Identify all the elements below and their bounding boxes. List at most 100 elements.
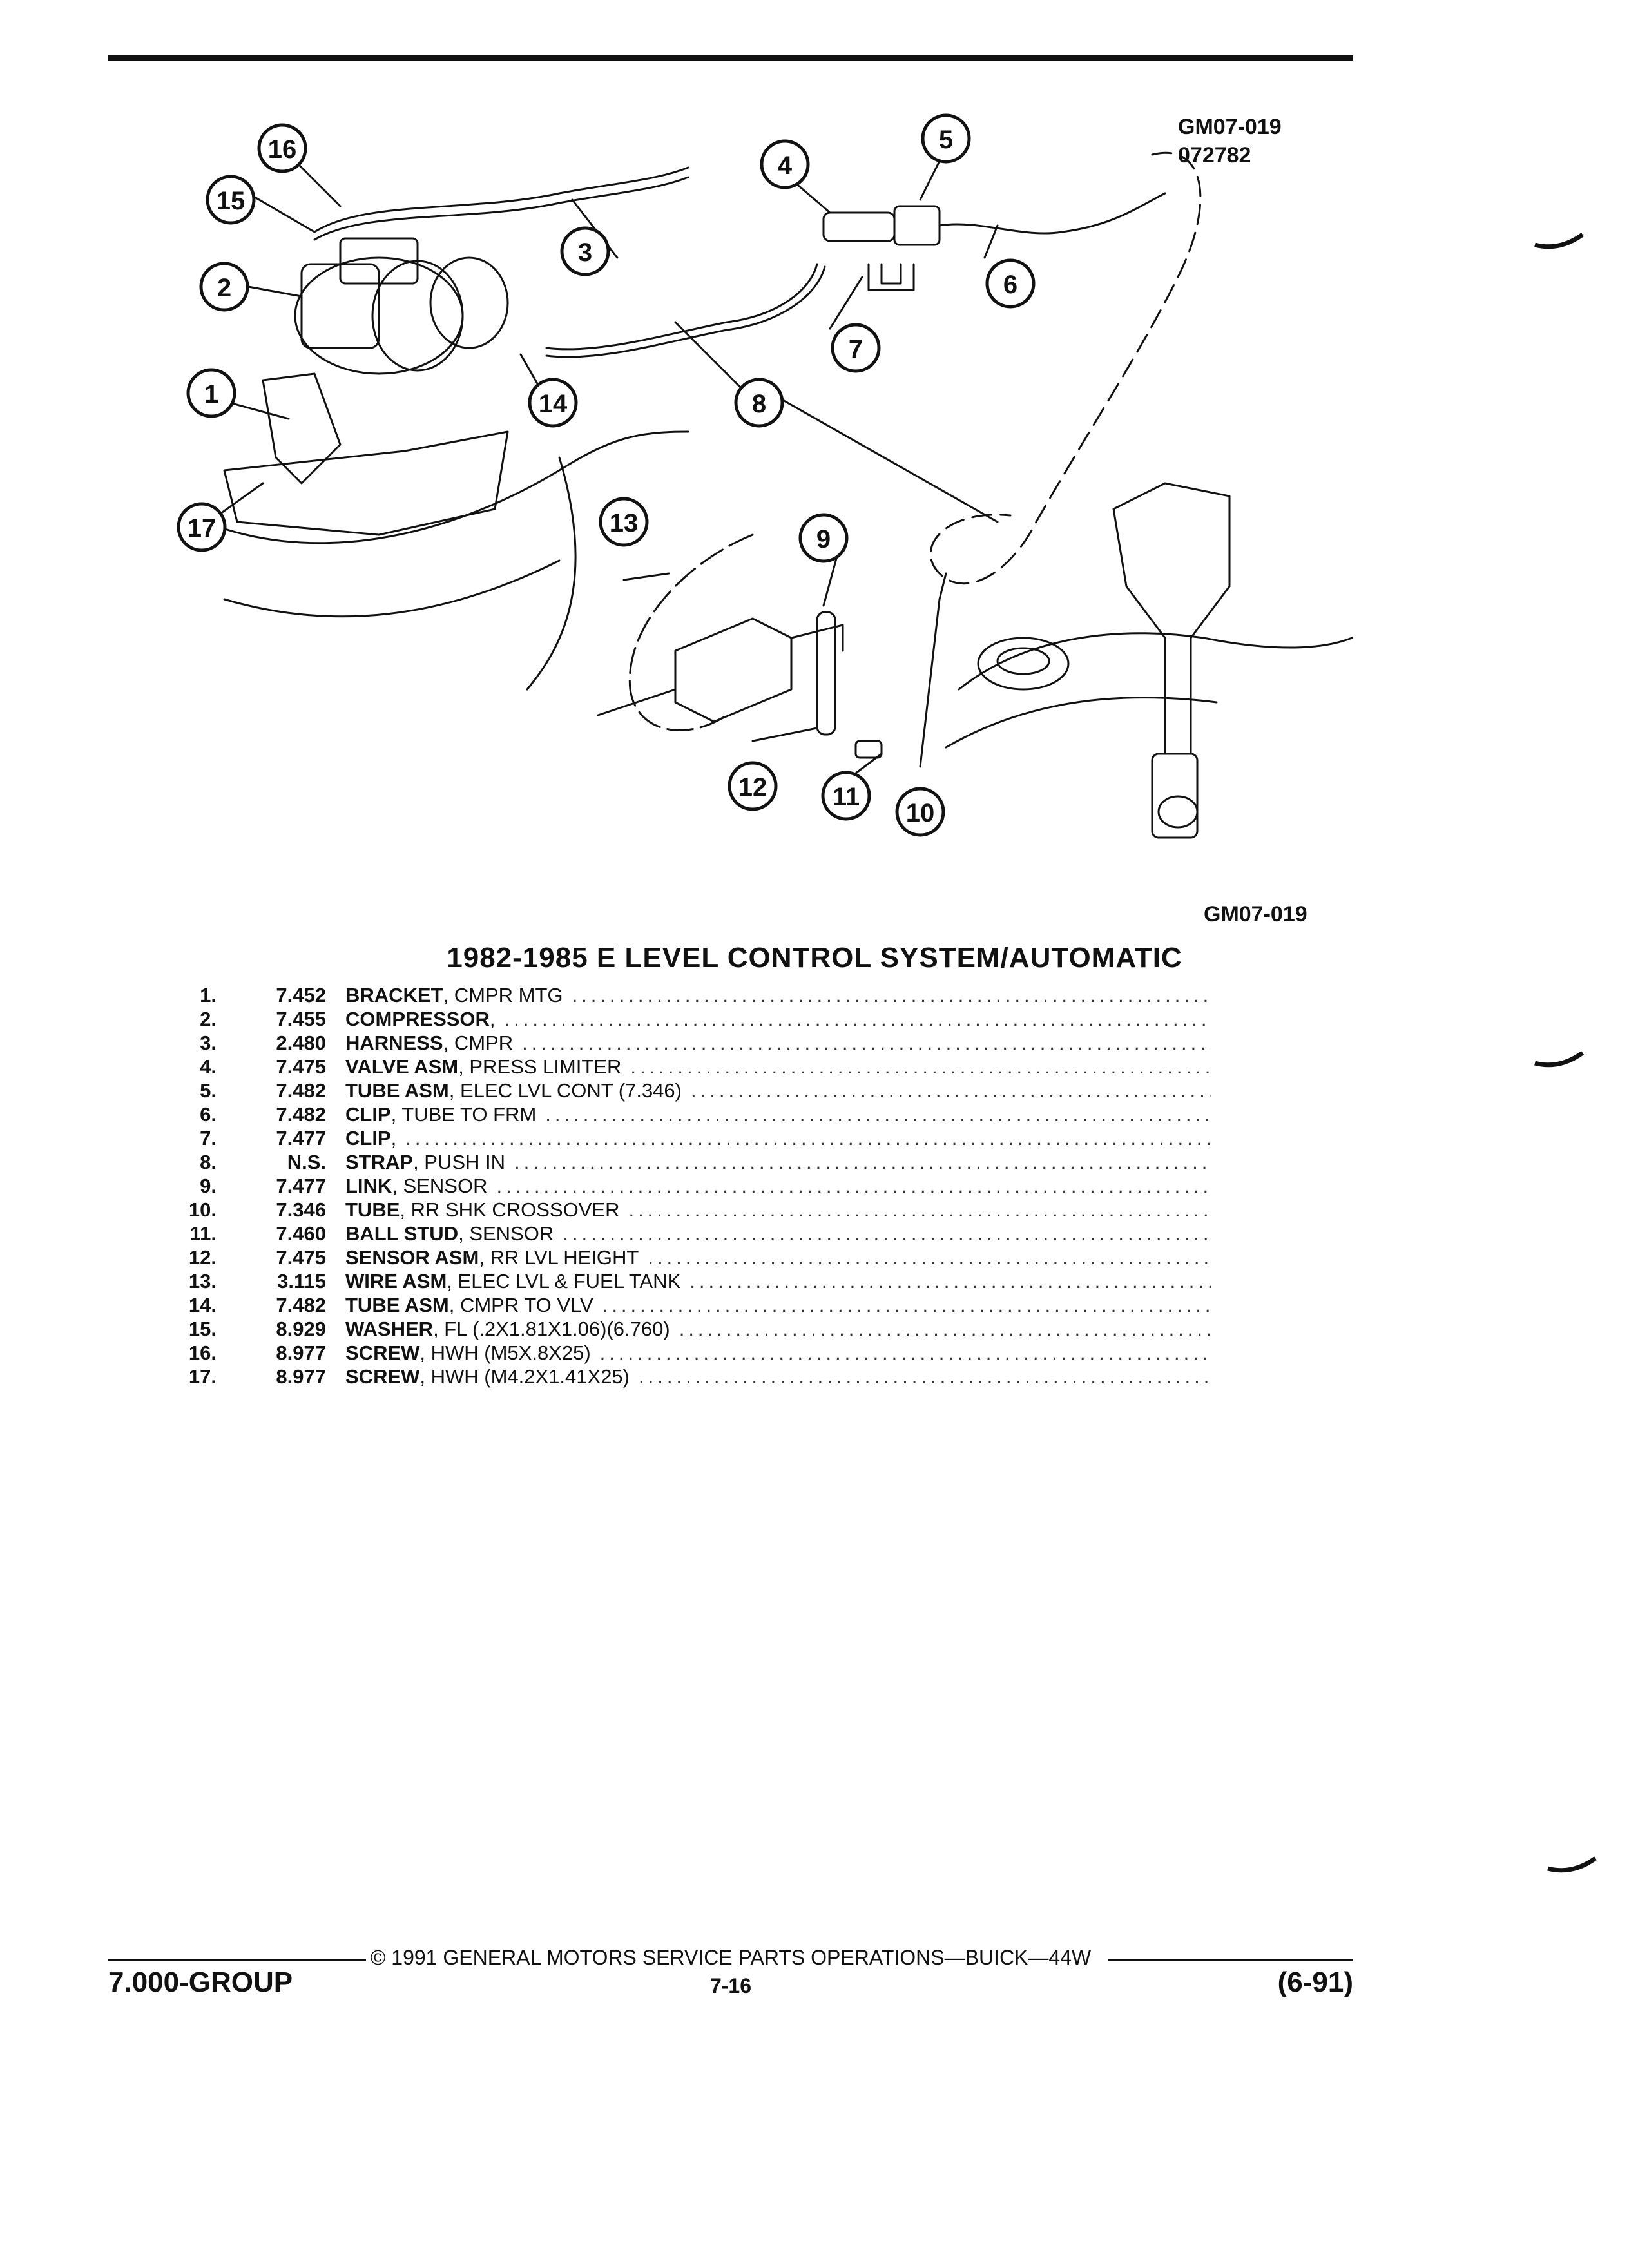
group-number: 7.477 [276,1175,326,1197]
callout-7 [831,323,881,373]
sensor-body [674,617,793,723]
leader-dots: ........................................… [572,984,1211,1006]
callout-label: 7 [849,335,863,363]
callout-label: 5 [939,126,953,154]
callout-label: 15 [217,187,246,215]
group-label: 7.000-GROUP [108,1966,293,1998]
part-number: 3. [200,1032,217,1054]
part-number: 16. [188,1341,217,1364]
callout-2 [199,262,249,312]
part-number: 6. [200,1103,217,1126]
leader-dots: ........................................… [689,1270,1211,1293]
part-number: 11. [189,1222,217,1245]
callout-label: 4 [778,151,793,180]
leader-dots: ........................................… [545,1103,1211,1126]
callout-3 [560,226,610,276]
callout-15 [206,175,256,225]
group-number: 8.929 [276,1318,326,1340]
bracket-shape [262,372,342,485]
part-name: SCREW [345,1341,420,1364]
part-description: , SENSOR [458,1222,554,1245]
part-description: , PUSH IN [413,1151,506,1173]
date-code: 072782 [1178,143,1251,168]
callout-5 [921,113,971,164]
group-number: 7.452 [276,984,326,1006]
sensor-link [816,611,836,736]
part-number: 15. [188,1318,217,1340]
margin-mark-icon [1534,1051,1585,1068]
callout-12 [728,761,778,811]
part-description: , HWH (M4.2X1.41X25) [419,1365,630,1388]
part-description: , ELEC LVL & FUEL TANK [447,1270,681,1293]
footer-rule-right [1108,1959,1353,1961]
callout-label: 13 [610,509,639,537]
margin-mark-icon [1534,233,1585,249]
leader-dots: ........................................… [691,1079,1211,1102]
callout-label: 6 [1003,271,1017,299]
valve-body [822,211,896,242]
part-number: 12. [188,1246,217,1269]
group-number: N.S. [287,1151,326,1173]
callout-14 [528,378,578,428]
leader-dots: ........................................… [639,1365,1211,1388]
part-name: BALL STUD [345,1222,459,1245]
part-name: WASHER [345,1318,434,1340]
leader-dots: ........................................… [630,1055,1211,1078]
callout-label: 8 [752,390,766,418]
leader-dots: ........................................… [648,1246,1211,1269]
leader-dots: ........................................… [563,1222,1211,1245]
callout-label: 14 [539,390,568,418]
group-number: 7.482 [276,1079,326,1102]
group-number: 7.460 [276,1222,326,1245]
part-number: 7. [200,1127,217,1149]
callout-label: 9 [816,525,831,553]
part-number: 5. [200,1079,217,1102]
figure-code-bottom: GM07-019 [1204,902,1307,927]
part-description: , TUBE TO FRM [390,1103,537,1126]
leader-dots: ........................................… [679,1318,1211,1340]
callout-4 [760,139,810,189]
crossover-tube-line [929,151,1202,585]
part-number: 9. [200,1175,217,1197]
callout-label: 1 [204,380,218,408]
group-number: 8.977 [276,1365,326,1388]
leader-dots: ........................................… [599,1341,1211,1364]
part-number: 2. [200,1008,217,1030]
callout-11 [821,771,871,821]
leader-dots: ........................................… [628,1198,1211,1221]
revision-label: (6-91) [1277,1966,1353,1998]
part-description: , PRESS LIMITER [458,1055,622,1078]
leader-dots: ........................................… [602,1294,1211,1316]
part-name: HARNESS [345,1032,443,1054]
group-number: 7.475 [276,1246,326,1269]
part-name: CLIP [345,1103,391,1126]
callout-1 [186,368,236,418]
top-rule [108,55,1353,61]
ball-stud [854,740,883,759]
harness-lines [313,166,689,233]
callout-16 [257,123,307,173]
callout-6 [985,258,1036,309]
copyright-line: © 1991 GENERAL MOTORS SERVICE PARTS OPER… [370,1946,1092,1969]
callout-10 [895,787,945,837]
group-number: 8.977 [276,1341,326,1364]
callout-9 [798,513,849,563]
group-number: 7.346 [276,1198,326,1221]
part-name: TUBE ASM [345,1294,449,1316]
leader-dots: ........................................… [522,1032,1211,1054]
wire-asm-line [628,533,754,731]
part-description: , [390,1127,397,1149]
group-number: 2.480 [276,1032,326,1054]
part-name: VALVE ASM [345,1055,459,1078]
part-name: SENSOR ASM [345,1246,479,1269]
callout-label: 10 [906,799,935,827]
